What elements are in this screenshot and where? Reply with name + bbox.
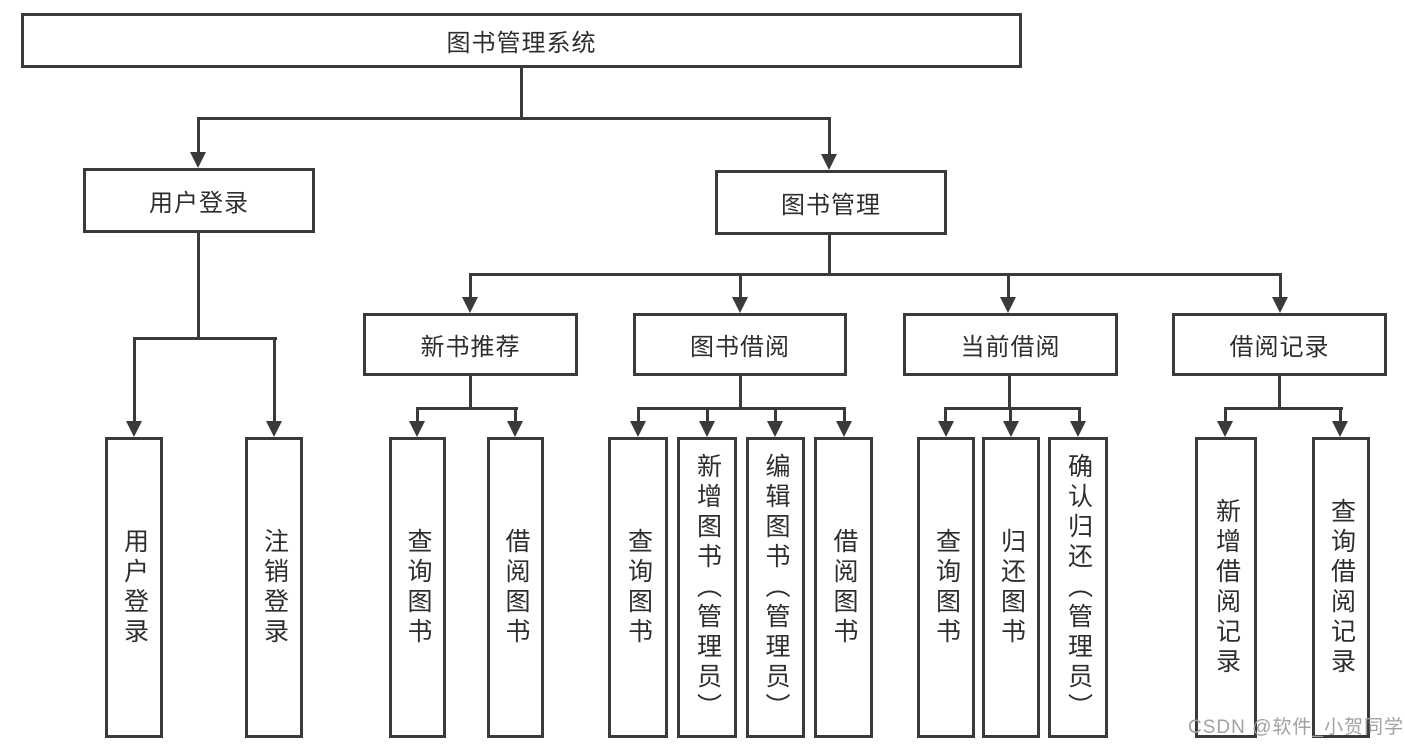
arrow-down-icon [462,297,478,313]
connector-line [520,68,523,117]
arrow-down-icon [732,297,748,313]
connector-line [1339,407,1342,425]
watermark: CSDN @软件_小贺同学 [1188,717,1404,738]
connector-line [469,273,1282,276]
connector-line [828,235,831,275]
connector-line [273,337,276,423]
node-bb-edit-books: 编辑图书（管理员） [746,437,805,738]
node-rec-query-books: 查询图书 [389,437,446,738]
connector-line [1279,273,1282,301]
connector-line [1278,376,1281,410]
node-leaf-user-login: 用户登录 [105,437,163,738]
arrow-down-icon [630,421,646,437]
arrow-down-icon [126,421,142,437]
arrow-down-icon [836,421,852,437]
arrow-down-icon [190,152,206,168]
connector-line [1078,407,1081,425]
connector-line [197,117,200,155]
arrow-down-icon [1272,297,1288,313]
node-current-borrow: 当前借阅 [903,313,1118,376]
node-cb-confirm-return: 确认归还（管理员） [1048,437,1108,738]
node-user-login: 用户登录 [83,168,315,233]
arrow-down-icon [1003,421,1019,437]
connector-line [1009,407,1012,425]
arrow-down-icon [266,421,282,437]
connector-line [637,407,846,410]
node-new-book-rec: 新书推荐 [363,313,578,376]
arrow-down-icon [507,421,523,437]
node-book-mgmt: 图书管理 [715,170,947,235]
connector-line [514,407,517,425]
connector-line [469,376,472,410]
connector-line [416,407,419,425]
connector-line [739,273,742,301]
connector-line [944,407,947,425]
arrow-down-icon [938,421,954,437]
connector-line [828,117,831,155]
connector-line [133,337,277,340]
arrow-down-icon [1000,297,1016,313]
node-bb-borrow-books: 借阅图书 [814,437,873,738]
arrow-down-icon [409,421,425,437]
arrow-down-icon [1217,421,1233,437]
connector-line [133,337,136,423]
connector-line [197,117,831,120]
connector-line [1224,407,1227,425]
node-br-add-record: 新增借阅记录 [1195,437,1257,738]
connector-line [1008,376,1011,410]
arrow-down-icon [821,154,837,170]
node-cb-query-books: 查询图书 [917,437,975,738]
connector-line [1007,273,1010,301]
arrow-down-icon [767,421,783,437]
connector-line [706,407,709,425]
connector-line [637,407,640,425]
connector-line [197,233,200,339]
node-cb-return-books: 归还图书 [982,437,1040,738]
node-borrow-records: 借阅记录 [1172,313,1387,376]
arrow-down-icon [699,421,715,437]
arrow-down-icon [1070,421,1086,437]
node-leaf-logout: 注销登录 [245,437,303,738]
connector-line [843,407,846,425]
connector-line [774,407,777,425]
node-rec-borrow-books: 借阅图书 [487,437,544,738]
connector-line [469,273,472,301]
node-book-borrow: 图书借阅 [633,313,847,376]
connector-line [416,407,518,410]
arrow-down-icon [1332,421,1348,437]
connector-line [944,407,1081,410]
node-bb-query-books: 查询图书 [608,437,668,738]
node-br-query-record: 查询借阅记录 [1312,437,1370,738]
node-bb-add-books: 新增图书（管理员） [677,437,737,738]
node-root: 图书管理系统 [21,13,1022,68]
connector-line [1224,407,1343,410]
connector-line [739,376,742,410]
